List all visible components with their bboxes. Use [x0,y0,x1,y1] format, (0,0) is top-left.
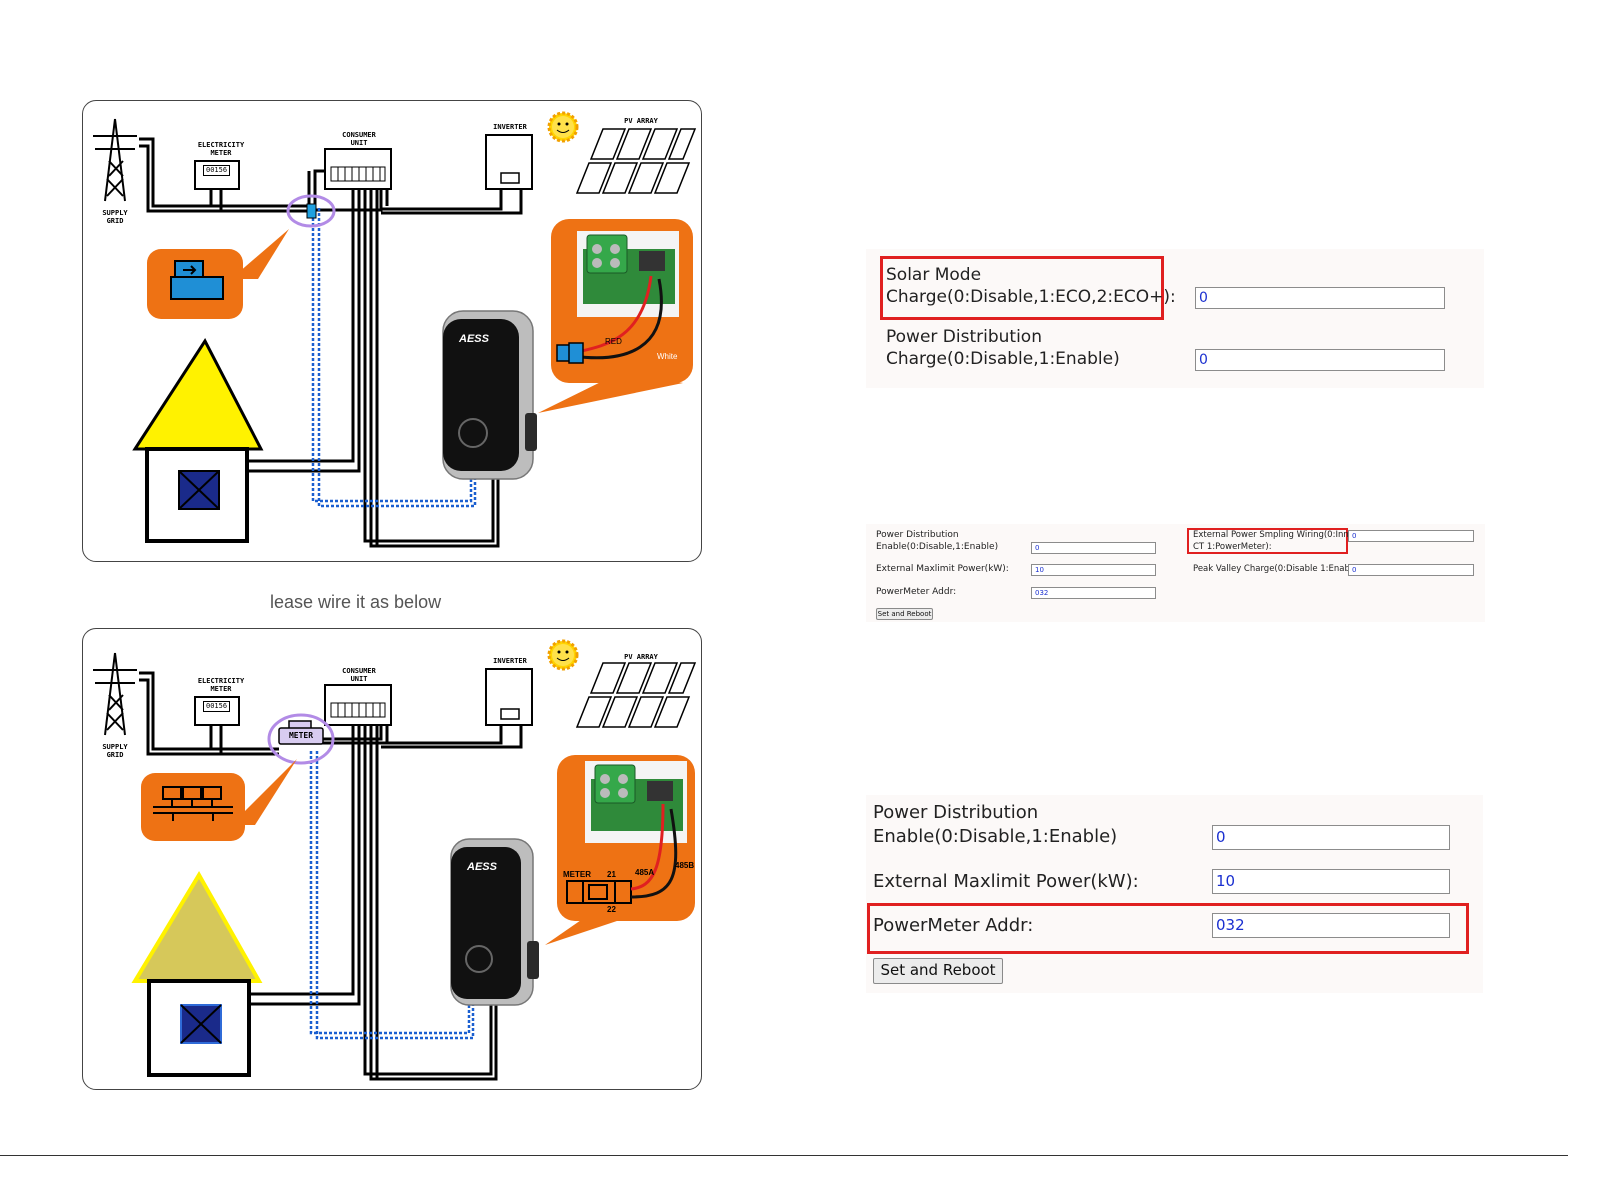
power-distribution-label: Power Distribution [876,530,959,540]
external-maxlimit-input[interactable]: 10 [1212,869,1450,894]
label-supply-grid: SUPPLY GRID [102,743,128,759]
ev-charger-icon [442,310,537,480]
external-maxlimit-label: External Maxlimit Power(kW): [873,871,1139,892]
powermeter-addr-input[interactable]: 032 [1031,587,1156,599]
external-sampling-input[interactable]: 0 [1348,530,1474,542]
set-and-reboot-button[interactable]: Set and Reboot [873,958,1003,984]
label-terminal-22: 22 [607,905,616,914]
wiring-diagram-power-meter: ELECTRICITY METER 00156 CONSUMER UNIT IN… [82,628,702,1090]
meter-reading: 00156 [203,165,231,176]
label-wire-white: White [657,352,678,361]
power-distribution-label: Power Distribution [873,802,1039,823]
solar-mode-settings-panel: Solar Mode Charge(0:Disable,1:ECO,2:ECO+… [866,249,1484,388]
label-terminal-21: 21 [607,870,616,879]
ct-clamp-icon [170,260,224,300]
solar-mode-label-2: Charge(0:Disable,1:ECO,2:ECO+): [886,287,1176,307]
power-distribution-input[interactable]: 0 [1031,542,1156,554]
label-consumer-unit: CONSUMER UNIT [342,131,376,147]
label-inverter: INVERTER [493,657,527,665]
label-electricity-meter: ELECTRICITY METER [197,141,245,157]
label-terminal-485b: 485B [675,861,695,870]
din-rail-meter-icon [153,786,233,821]
ev-charger-icon [450,838,539,1006]
terminal-board-icon [585,761,687,843]
powermeter-addr-label: PowerMeter Addr: [873,915,1034,936]
label-supply-grid: SUPPLY GRID [102,209,128,225]
highlight-box [867,903,1469,954]
charger-brand: AESS [467,861,497,873]
external-maxlimit-label: External Maxlimit Power(kW): [876,564,1009,574]
power-distribution-label: Power Distribution [886,327,1042,347]
label-inverter: INVERTER [493,123,527,131]
pylon-icon [93,652,137,736]
wiring-diagram-graphic [93,111,697,548]
label-pv-array: PV ARRAY [624,117,658,125]
pv-array-icon [575,662,697,728]
power-meter-settings-panel-small: Power Distribution Enable(0:Disable,1:En… [866,524,1485,622]
sun-icon [547,639,579,671]
power-distribution-label-2: Enable(0:Disable,1:Enable) [873,826,1118,847]
highlight-box [880,256,1164,320]
terminal-board-icon [577,231,679,317]
external-sampling-label-2: CT 1:PowerMeter): [1193,542,1272,552]
highlight-box [1187,528,1348,554]
footer-divider [0,1155,1568,1156]
solar-mode-input[interactable]: 0 [1195,287,1445,309]
pylon-icon [93,118,137,202]
meter-reading: 00156 [203,701,231,712]
peak-valley-input[interactable]: 0 [1348,564,1474,576]
wiring-diagram-ct: ELECTRICITY METER 00156 CONSUMER UNIT IN… [82,100,702,562]
external-maxlimit-input[interactable]: 10 [1031,564,1156,576]
label-electricity-meter: ELECTRICITY METER [197,677,245,693]
wiring-diagram-graphic [93,639,697,1081]
power-distribution-label-2: Charge(0:Disable,1:Enable) [886,349,1120,369]
pv-array-icon [575,128,697,194]
power-meter-settings-panel-large: Power Distribution Enable(0:Disable,1:En… [866,795,1483,993]
charger-brand: AESS [459,333,489,345]
label-terminal-485a: 485A [635,868,655,877]
sun-icon [547,111,579,143]
powermeter-addr-label: PowerMeter Addr: [876,587,957,597]
meter-terminal-icon [566,880,632,904]
caption-text: lease wire it as below [270,592,442,612]
power-distribution-input[interactable]: 0 [1212,825,1450,850]
label-pv-array: PV ARRAY [624,653,658,661]
powermeter-addr-input[interactable]: 032 [1212,913,1450,938]
solar-mode-label: Solar Mode [886,265,982,285]
external-sampling-label: External Power Smpling Wiring(0:Inner [1193,530,1358,540]
set-and-reboot-button[interactable]: Set and Reboot [876,608,933,620]
power-distribution-input[interactable]: 0 [1195,349,1445,371]
label-terminal-meter: METER [563,870,591,879]
peak-valley-label: Peak Valley Charge(0:Disable 1:Enable): [1193,564,1364,574]
label-consumer-unit: CONSUMER UNIT [342,667,376,683]
power-distribution-label-2: Enable(0:Disable,1:Enable) [876,542,999,552]
label-wire-red: RED [605,337,622,346]
label-meter-tag: METER [288,731,314,740]
